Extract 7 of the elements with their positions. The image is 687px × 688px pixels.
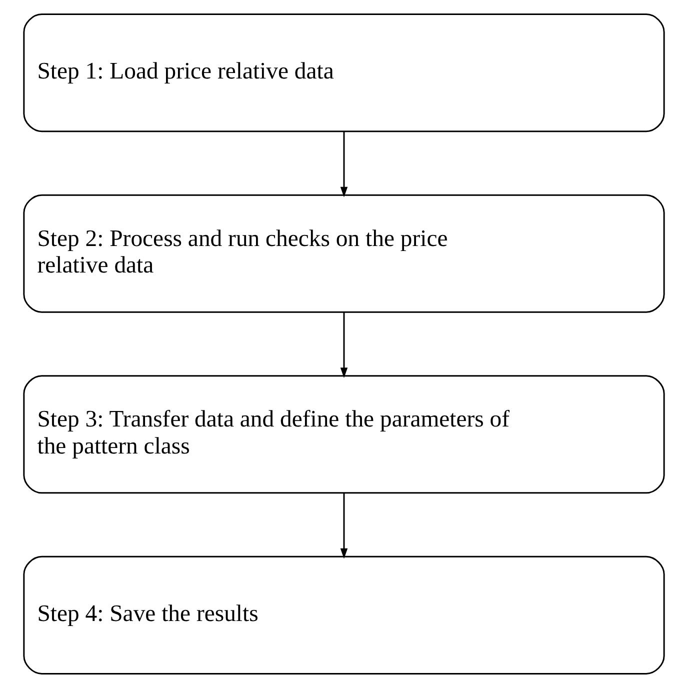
node-box: Step 2: Process and run checks on the price relative data bbox=[22, 194, 664, 313]
arrow bbox=[340, 493, 348, 559]
arrow bbox=[340, 312, 348, 378]
node-box: Step 4: Save the results bbox=[22, 556, 664, 674]
arrow bbox=[340, 132, 348, 198]
node-box: Step 1: Load price relative data bbox=[22, 14, 664, 132]
node-box: Step 3: Transfer data and define the parameters of the pattern class bbox=[22, 375, 664, 494]
